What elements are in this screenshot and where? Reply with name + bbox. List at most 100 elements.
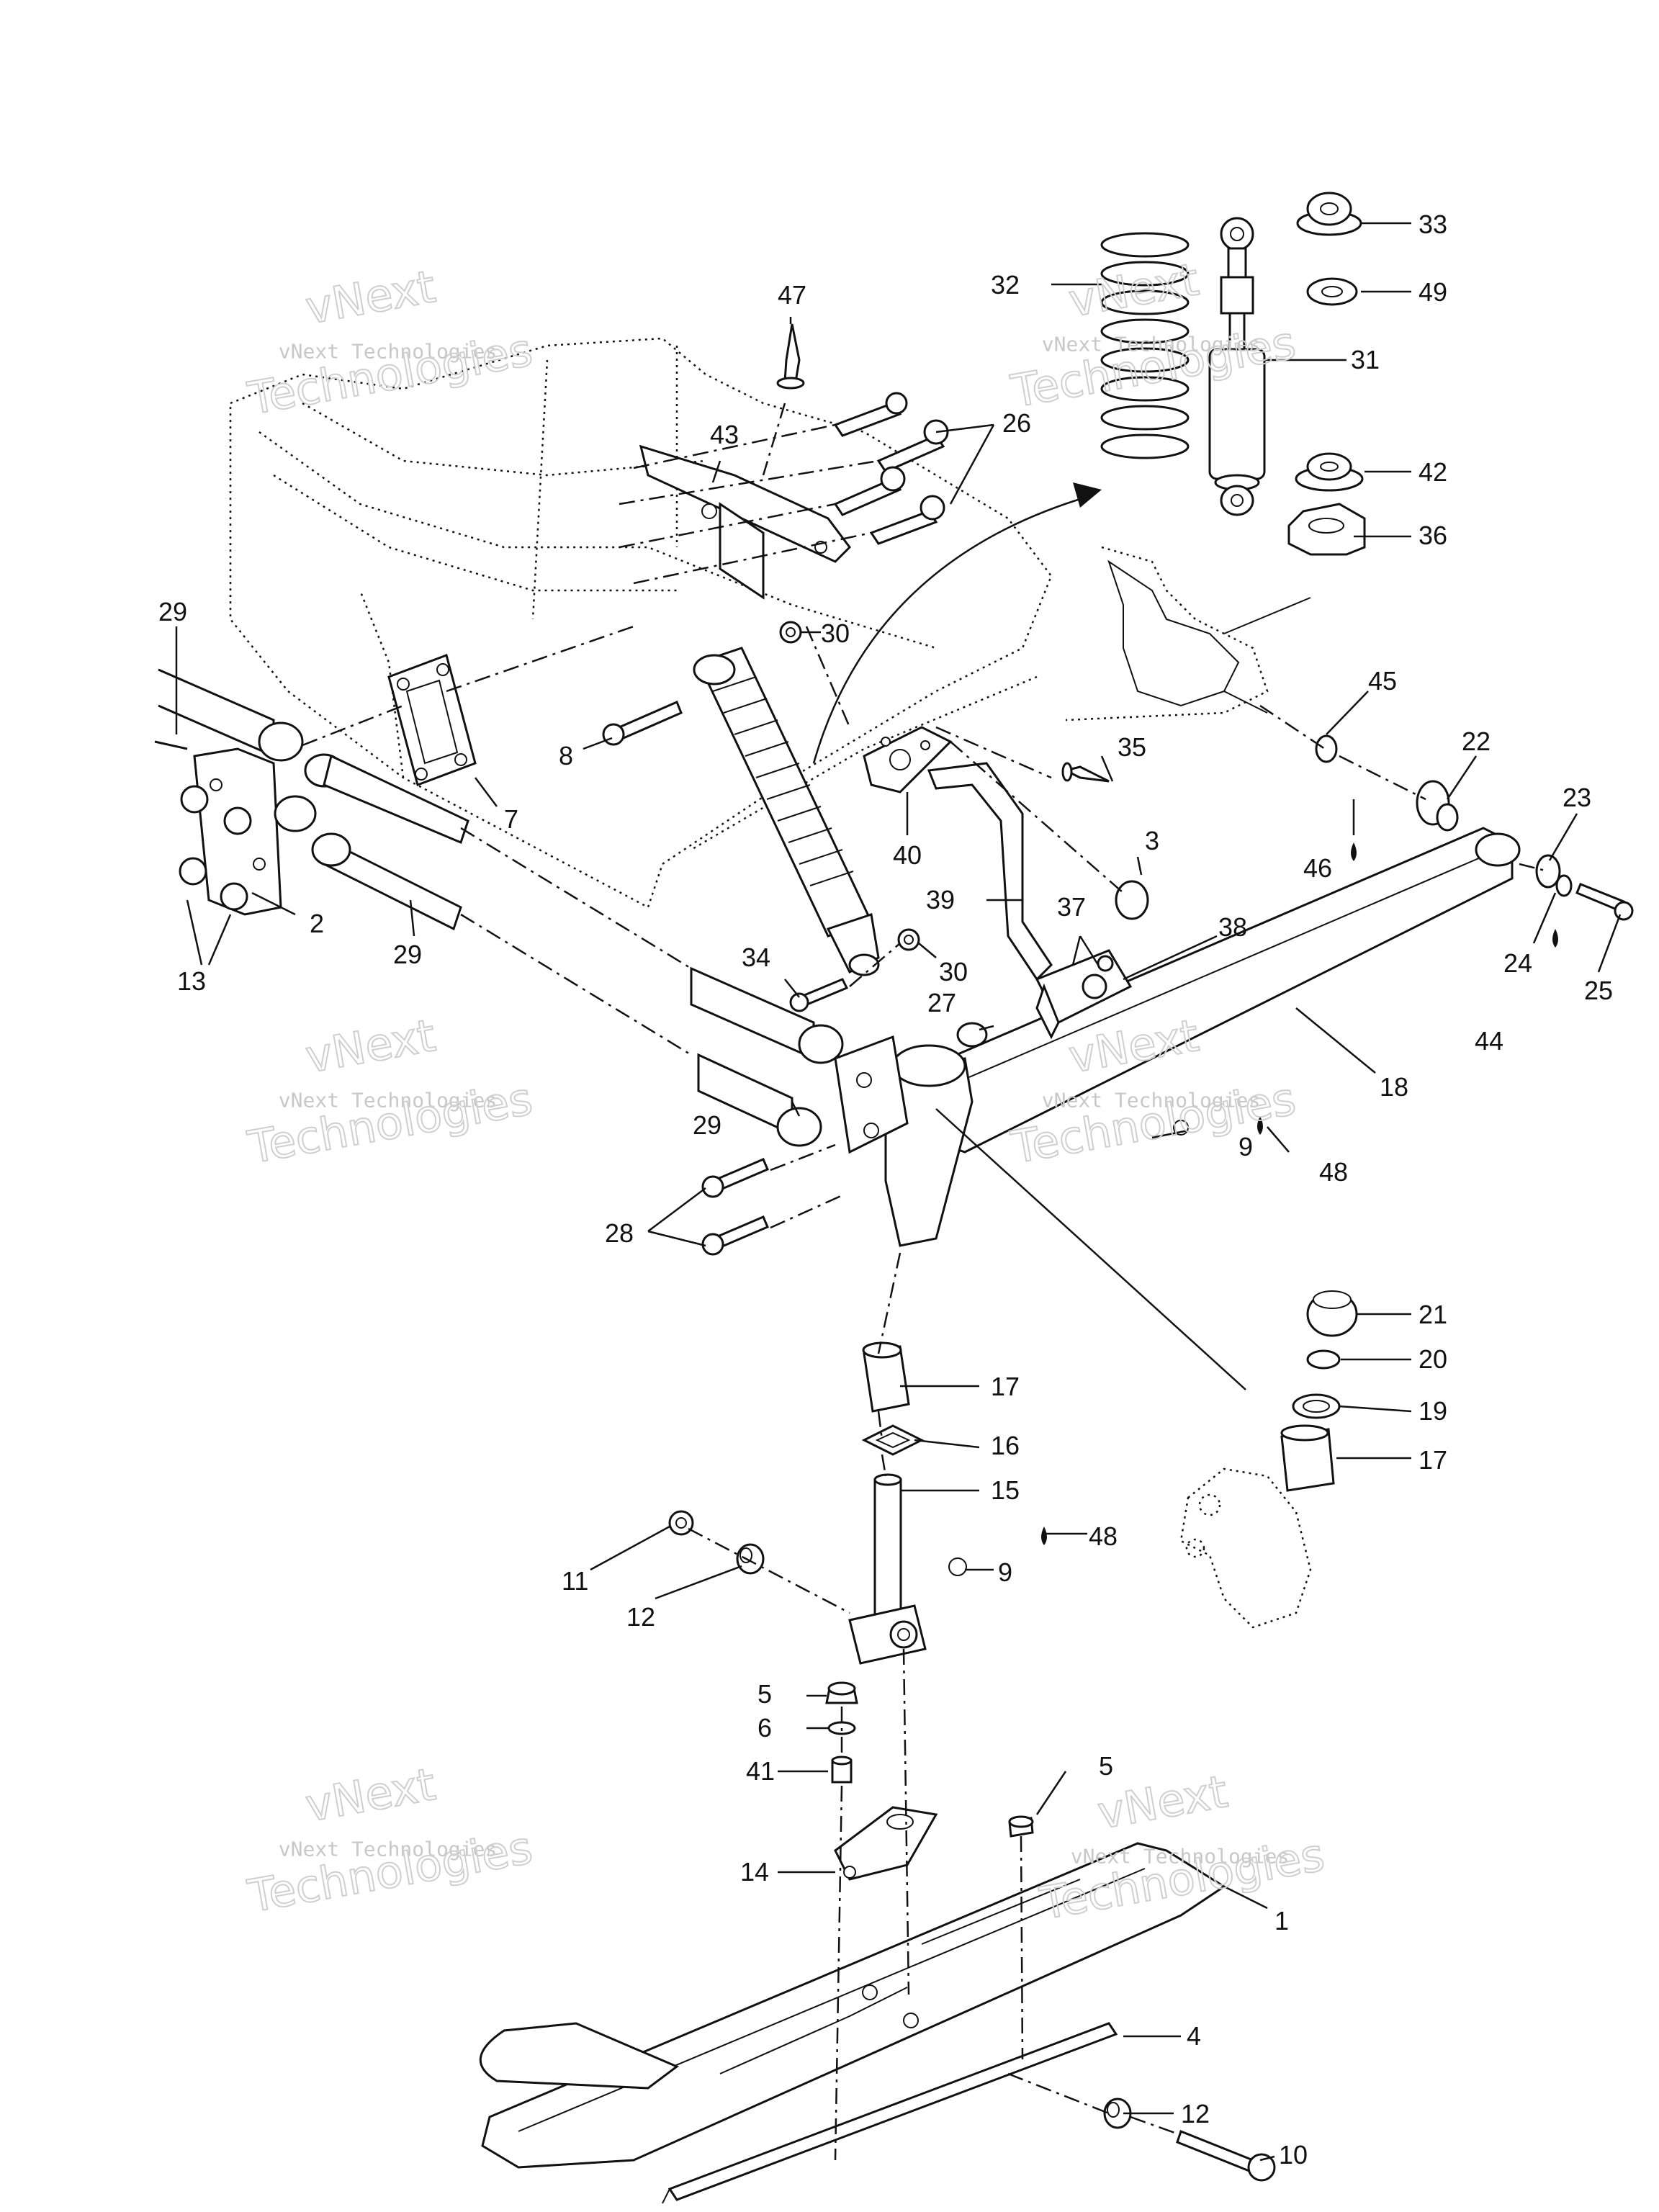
pin-47 (776, 323, 805, 390)
callout-40: 40 (893, 840, 922, 870)
rod-29-lower (690, 966, 844, 1147)
callout-43: 43 (710, 420, 739, 449)
svg-text:vNext: vNext (302, 1009, 439, 1083)
callout-19: 19 (1419, 1396, 1447, 1426)
bracket-43 (639, 444, 851, 600)
grease-drop-48-lower (1041, 1527, 1047, 1545)
watermark-1: vNext vNext Technologies Technologies (243, 259, 537, 426)
callout-16: 16 (991, 1431, 1020, 1460)
collar-36 (1287, 503, 1366, 556)
callout-48-upper: 48 (1319, 1157, 1348, 1187)
callout-15: 15 (991, 1475, 1020, 1505)
exploded-arrow (812, 482, 1102, 764)
grease-fitting-9-lower (948, 1557, 967, 1576)
callout-28: 28 (605, 1218, 634, 1248)
steering-arm-39 (927, 762, 1053, 981)
shock-assembled (693, 647, 880, 976)
spindle-15 (848, 1473, 927, 1665)
callout-1: 1 (1274, 1906, 1289, 1936)
callout-46: 46 (1303, 853, 1332, 883)
callout-27: 27 (927, 988, 956, 1017)
callout-12-lower: 12 (1181, 2099, 1210, 2128)
svg-text:Technologies: Technologies (244, 1821, 536, 1923)
callout-23: 23 (1563, 783, 1591, 812)
washer-23 (1535, 854, 1561, 889)
callout-9-lower: 9 (998, 1557, 1012, 1587)
callout-30-top: 30 (821, 619, 850, 648)
housing-detail (1179, 1467, 1312, 1629)
callout-21: 21 (1419, 1300, 1447, 1329)
callout-2: 2 (310, 909, 324, 938)
grease-drop-46 (1351, 842, 1357, 861)
watermark-6: vNext vNext Technologies Technologies (1035, 1764, 1329, 1930)
plate-7 (387, 654, 477, 786)
callout-18: 18 (1380, 1072, 1408, 1102)
svg-text:vNext Technologies: vNext Technologies (1071, 1845, 1289, 1869)
spring-seat-33 (1296, 192, 1362, 236)
svg-text:vNext: vNext (302, 1758, 439, 1832)
ski-1 (479, 1842, 1226, 2169)
svg-text:vNext: vNext (1065, 253, 1202, 327)
spindle-housing (834, 1035, 974, 1247)
chassis-mount (1065, 546, 1311, 721)
bushing-17-right (1280, 1424, 1335, 1492)
callout-37: 37 (1057, 892, 1086, 922)
ski-mount-14 (834, 1806, 938, 1881)
nuts-13 (179, 778, 266, 911)
callout-41: 41 (746, 1756, 775, 1786)
callout-39: 39 (926, 885, 955, 914)
callout-4: 4 (1187, 2021, 1201, 2051)
callout-38: 38 (1218, 912, 1247, 942)
spring-32 (1100, 232, 1190, 459)
svg-text:Technologies: Technologies (244, 1072, 536, 1174)
callout-29-middle: 29 (393, 940, 422, 969)
bushing-22 (1416, 780, 1459, 832)
rod-29-upper-left (158, 668, 304, 762)
svg-text:vNext Technologies: vNext Technologies (279, 1089, 497, 1112)
callout-47: 47 (778, 280, 806, 310)
callout-13: 13 (177, 966, 206, 996)
svg-text:vNext Technologies: vNext Technologies (279, 1838, 497, 1861)
nut-5-right (1008, 1815, 1034, 1838)
seal-16 (861, 1424, 925, 1456)
bushing-17-left (862, 1341, 910, 1413)
callout-5-left: 5 (757, 1679, 772, 1709)
washer-45 (1315, 734, 1338, 763)
spacer-41 (831, 1755, 853, 1784)
callout-34: 34 (742, 943, 770, 972)
callout-5-right: 5 (1099, 1751, 1113, 1781)
callout-17-right: 17 (1419, 1445, 1447, 1475)
callout-6: 6 (757, 1713, 772, 1743)
pin-35 (1061, 762, 1110, 783)
bushing-12-upper (736, 1543, 765, 1575)
callout-33: 33 (1419, 210, 1447, 239)
shock-31 (1208, 217, 1266, 516)
nut-5-left (825, 1681, 858, 1704)
svg-text:vNext Technologies: vNext Technologies (1042, 333, 1260, 356)
svg-text:vNext Technologies: vNext Technologies (1042, 1089, 1260, 1112)
callout-49: 49 (1419, 277, 1447, 307)
svg-text:vNext: vNext (1094, 1765, 1231, 1839)
svg-text:Technologies: Technologies (244, 323, 536, 425)
callout-30-lower: 30 (939, 957, 968, 986)
svg-text:vNext Technologies: vNext Technologies (279, 340, 497, 364)
cap-21 (1306, 1290, 1358, 1337)
callout-3: 3 (1145, 826, 1159, 855)
washer-24 (1555, 874, 1573, 897)
watermark-5: vNext vNext Technologies Technologies (243, 1757, 537, 1923)
callout-29-lower: 29 (693, 1110, 721, 1140)
callout-42: 42 (1419, 457, 1447, 487)
callout-8: 8 (559, 741, 573, 770)
callout-48-lower: 48 (1089, 1521, 1118, 1551)
clip-20 (1306, 1349, 1341, 1370)
bolt-34 (789, 978, 849, 1012)
center-lines (302, 403, 1549, 2161)
callout-9-upper: 9 (1238, 1132, 1253, 1161)
callout-10: 10 (1279, 2140, 1308, 2170)
cap-3 (1115, 880, 1149, 920)
bolts-26 (833, 392, 949, 545)
callout-14: 14 (740, 1857, 769, 1887)
callouts: 1 2 3 4 5 5 6 7 8 9 9 10 11 12 12 13 14 … (158, 210, 1613, 2170)
callout-7: 7 (504, 804, 518, 834)
